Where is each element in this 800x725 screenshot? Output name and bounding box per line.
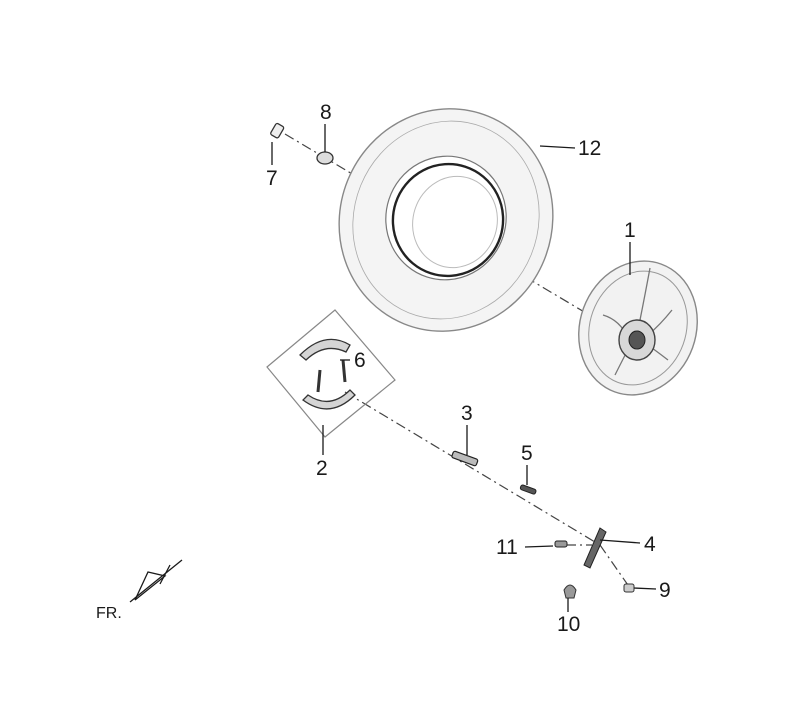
axle-centerline <box>284 133 631 589</box>
callout-4: 4 <box>644 533 656 556</box>
wheel-rim <box>578 260 698 396</box>
callout-10: 10 <box>557 613 581 636</box>
cam-pin <box>519 484 537 495</box>
valve-nut <box>316 151 334 165</box>
callout-3: 3 <box>461 402 473 425</box>
callout-2: 2 <box>316 457 328 480</box>
small-bolt <box>563 584 577 599</box>
leader-lines <box>271 124 657 612</box>
arm-nut <box>623 583 635 593</box>
callout-1: 1 <box>624 219 636 242</box>
callout-11: 11 <box>496 536 518 559</box>
brake-arm <box>583 527 607 569</box>
brake-cam <box>451 450 479 467</box>
tire <box>338 108 554 332</box>
callout-5: 5 <box>521 442 533 465</box>
callout-7: 7 <box>266 167 278 190</box>
brake-shoe-box <box>266 309 396 438</box>
callout-12: 12 <box>578 137 602 160</box>
callout-9: 9 <box>659 579 671 602</box>
valve-cap <box>270 122 285 139</box>
callout-8: 8 <box>320 101 332 124</box>
front-direction-label: FR. <box>96 605 122 622</box>
front-direction-arrow <box>129 559 183 603</box>
brake-shoes <box>299 338 356 410</box>
callout-6: 6 <box>354 349 366 372</box>
arm-bolt <box>554 540 568 548</box>
